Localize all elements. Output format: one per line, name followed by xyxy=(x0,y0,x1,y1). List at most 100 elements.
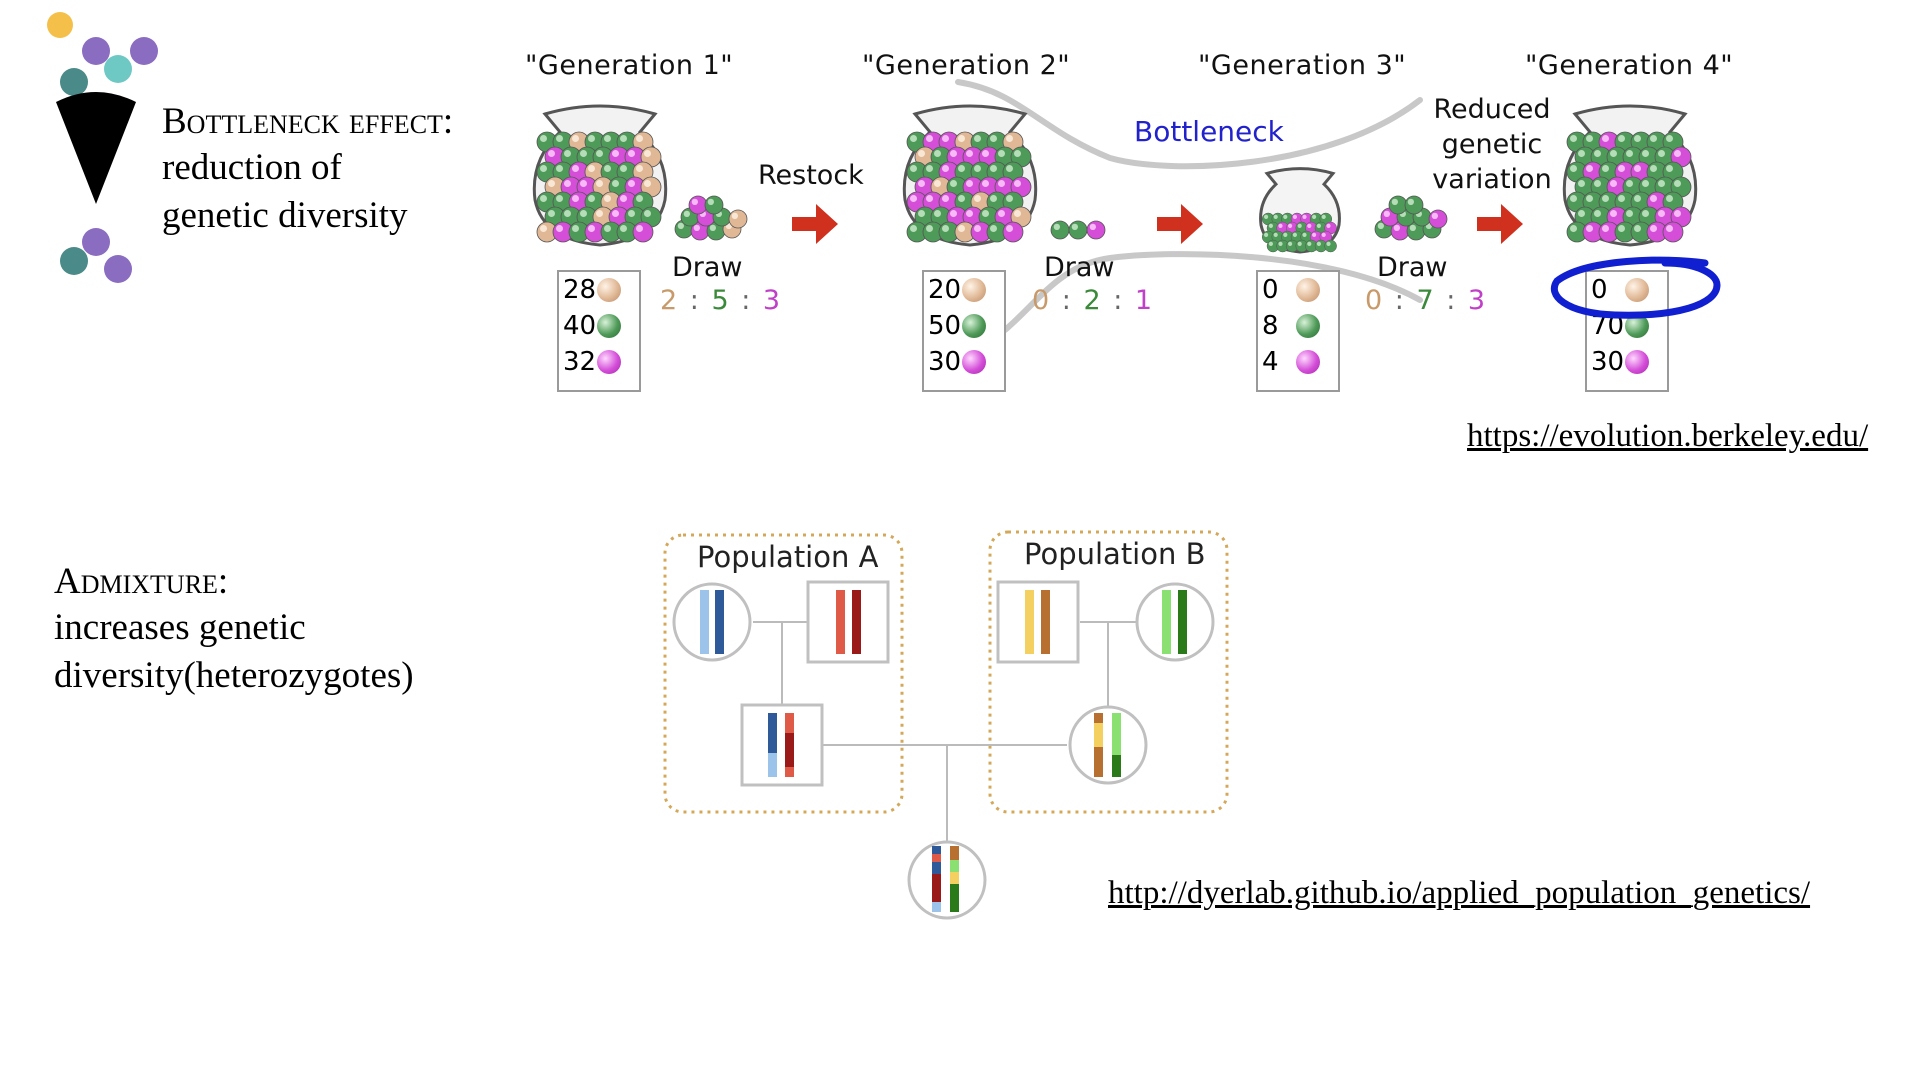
green-ball-icon xyxy=(1296,314,1320,338)
population-b-label: Population B xyxy=(1024,537,1206,571)
ball-highlight xyxy=(604,165,611,172)
admixture-figure: Population A Population B xyxy=(0,520,1920,950)
ball-highlight xyxy=(1634,195,1641,202)
ball-highlight xyxy=(564,210,571,217)
tan-ball-icon xyxy=(1625,278,1649,302)
ball-highlight xyxy=(1650,135,1657,142)
ball-highlight xyxy=(604,135,611,142)
ball-highlight xyxy=(644,150,651,157)
ball-highlight xyxy=(1288,223,1293,228)
ball-highlight xyxy=(1391,198,1398,205)
restock-label: Restock xyxy=(758,160,864,191)
ball-highlight xyxy=(1618,165,1625,172)
ball-highlight xyxy=(556,165,563,172)
ball-highlight xyxy=(974,225,981,232)
ball-highlight xyxy=(1377,222,1384,229)
ball-bag-gen3 xyxy=(1259,167,1341,254)
ball-highlight xyxy=(580,180,587,187)
logo-dot-cyan xyxy=(104,55,132,83)
draw-label-1: Draw xyxy=(672,252,743,283)
ball-highlight xyxy=(620,135,627,142)
ball-highlight xyxy=(926,195,933,202)
logo-dot-purple xyxy=(130,37,158,65)
draw-ratio-1: 2 : 5 : 3 xyxy=(660,285,783,316)
ball-highlight xyxy=(548,180,555,187)
ratio-tan: 0 xyxy=(1032,285,1052,316)
ball-highlight xyxy=(1610,210,1617,217)
draw-ratio-3: 0 : 7 : 3 xyxy=(1365,285,1488,316)
ball-highlight xyxy=(1288,241,1293,246)
ratio-pink: 3 xyxy=(1467,285,1488,316)
count-row-green: 8 xyxy=(1258,308,1338,344)
ball-highlight xyxy=(636,165,643,172)
ball-highlight xyxy=(998,150,1005,157)
ball-highlight xyxy=(1006,195,1013,202)
ball-highlight xyxy=(1283,214,1288,219)
ball-highlight xyxy=(934,180,941,187)
ball-highlight xyxy=(1642,180,1649,187)
ball-highlight xyxy=(990,195,997,202)
count-value: 28 xyxy=(563,275,597,305)
ball-highlight xyxy=(1626,210,1633,217)
count-value: 0 xyxy=(1591,275,1608,305)
ball-highlight xyxy=(636,225,643,232)
reduced-line-2: genetic xyxy=(1441,129,1543,160)
count-row-tan: 0 xyxy=(1258,272,1338,308)
pink-ball-icon xyxy=(1296,350,1320,374)
ball-highlight xyxy=(693,224,700,231)
ball-highlight xyxy=(1006,225,1013,232)
ball-highlight xyxy=(1264,232,1269,237)
ball-highlight xyxy=(1674,180,1681,187)
ball-highlight xyxy=(1268,241,1273,246)
ball-highlight xyxy=(709,224,716,231)
ball-highlight xyxy=(982,210,989,217)
count-value: 40 xyxy=(563,311,597,341)
green-ball xyxy=(1324,239,1337,253)
pink-ball xyxy=(632,221,654,243)
count-box-gen4: 0 70 30 xyxy=(1585,270,1669,392)
drawn-balls-1 xyxy=(674,195,748,241)
ball-highlight xyxy=(974,195,981,202)
ball-highlight xyxy=(910,225,917,232)
green-ball xyxy=(1050,220,1070,240)
ball-highlight xyxy=(1586,135,1593,142)
ball-highlight xyxy=(1264,214,1269,219)
ball-highlight xyxy=(556,135,563,142)
generation-label-3: "Generation 3" xyxy=(1198,50,1407,81)
ball-highlight xyxy=(628,150,635,157)
ball-highlight xyxy=(1602,165,1609,172)
ball-highlight xyxy=(1570,195,1577,202)
ball-highlight xyxy=(596,180,603,187)
ball-highlight xyxy=(612,210,619,217)
ball-highlight xyxy=(1431,212,1438,219)
ball-highlight xyxy=(1409,224,1416,231)
reduced-variation-label: Reduced genetic variation xyxy=(1432,92,1552,197)
ball-highlight xyxy=(1650,195,1657,202)
ball-highlight xyxy=(1006,165,1013,172)
ball-highlight xyxy=(1618,195,1625,202)
source-link-berkeley[interactable]: https://evolution.berkeley.edu/ xyxy=(1467,418,1869,454)
source-link-dyerlab[interactable]: http://dyerlab.github.io/applied_populat… xyxy=(1108,875,1811,911)
ball-highlight xyxy=(982,180,989,187)
ball-highlight xyxy=(636,135,643,142)
ball-highlight xyxy=(572,135,579,142)
ball-highlight xyxy=(1014,210,1021,217)
ball-highlight xyxy=(540,165,547,172)
draw-label-2: Draw xyxy=(1044,252,1115,283)
ball-highlight xyxy=(1578,210,1585,217)
ball-highlight xyxy=(1602,225,1609,232)
ball-highlight xyxy=(1316,223,1321,228)
green-ball-icon xyxy=(597,314,621,338)
ball-highlight xyxy=(636,195,643,202)
ball-highlight xyxy=(918,150,925,157)
count-value: 8 xyxy=(1262,311,1279,341)
ball-highlight xyxy=(731,212,738,219)
ball-highlight xyxy=(1312,232,1317,237)
ball-highlight xyxy=(934,150,941,157)
ball-highlight xyxy=(1642,210,1649,217)
green-ball xyxy=(1388,195,1408,215)
ball-highlight xyxy=(1666,225,1673,232)
green-ball xyxy=(704,195,724,215)
ball-highlight xyxy=(1618,135,1625,142)
ball-highlight xyxy=(950,180,957,187)
